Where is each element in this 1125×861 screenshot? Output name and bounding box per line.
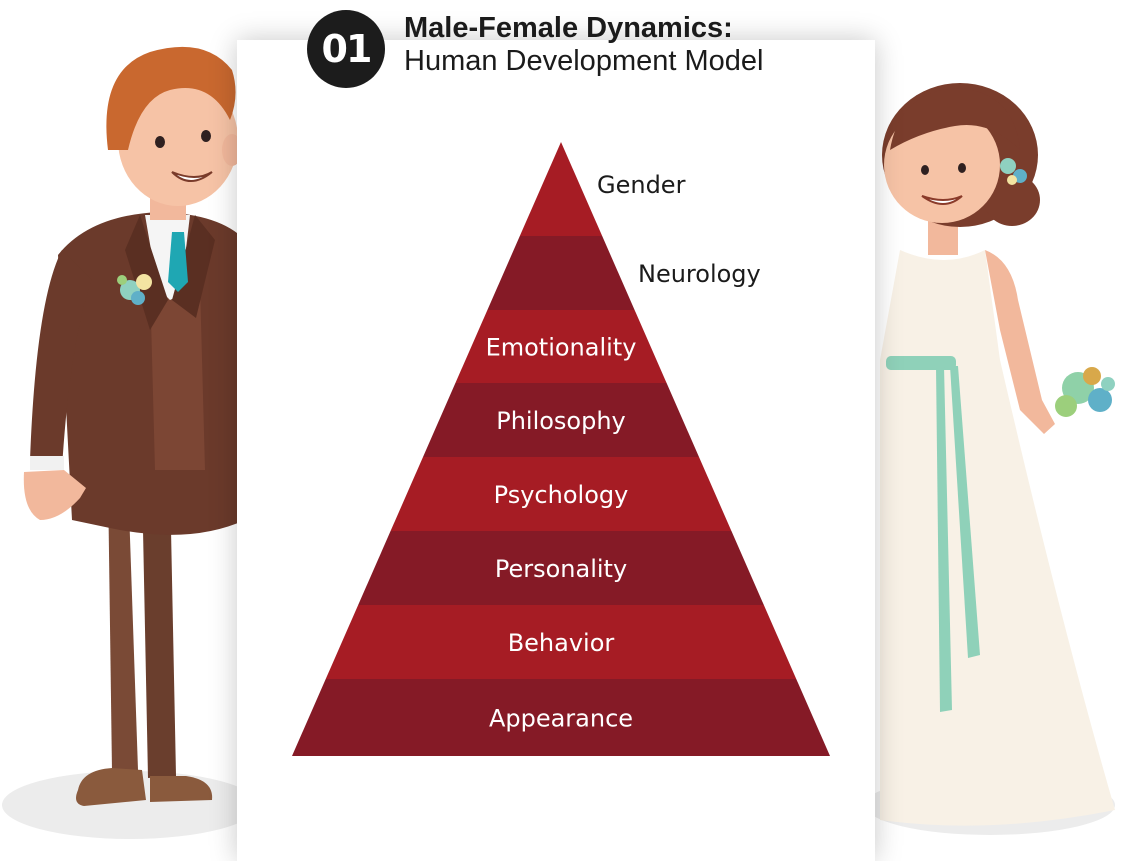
pyramid-label-emotionality: Emotionality — [486, 334, 637, 362]
pyramid-layer-appearance — [292, 679, 830, 756]
hair-flower-icon — [1000, 158, 1027, 185]
pyramid-layer-behavior — [325, 605, 797, 679]
pyramid-label-personality: Personality — [495, 555, 627, 583]
bouquet-icon — [1055, 367, 1115, 417]
pyramid-label-psychology: Psychology — [494, 481, 629, 509]
pyramid-label-appearance: Appearance — [489, 705, 633, 733]
title: Male-Female Dynamics: — [404, 12, 733, 44]
bride-illustration — [865, 83, 1115, 835]
pyramid-layer-personality — [358, 531, 764, 605]
pyramid-layer-emotionality — [455, 310, 667, 383]
boutonniere-icon — [117, 274, 152, 305]
pyramid-layer-gender — [519, 142, 603, 236]
title-block: Male-Female Dynamics: Human Development … — [404, 12, 763, 79]
groom-illustration — [2, 46, 258, 839]
pyramid-label-neurology: Neurology — [638, 260, 761, 288]
subtitle: Human Development Model — [404, 45, 764, 78]
pyramid-label-gender: Gender — [597, 171, 686, 199]
pyramid-layer-neurology — [487, 236, 635, 310]
step-badge: 01 — [307, 10, 385, 88]
pyramid-layer-psychology — [390, 457, 732, 531]
pyramid-layer-philosophy — [422, 383, 700, 457]
pyramid-label-philosophy: Philosophy — [496, 407, 626, 435]
pyramid-label-behavior: Behavior — [508, 629, 615, 657]
